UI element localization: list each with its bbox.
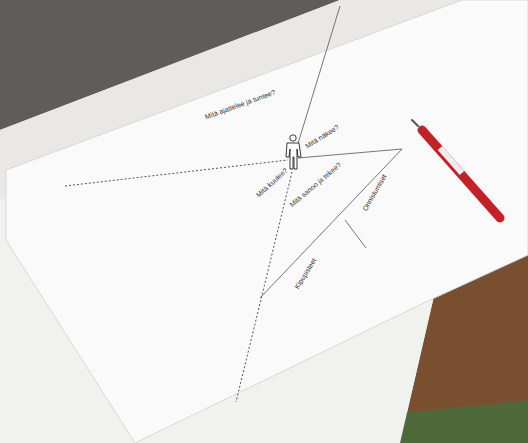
question-label: Mitä sanoo ja tekee?	[288, 161, 342, 208]
question-label: Mitä näkee?	[304, 123, 340, 149]
divider-line	[345, 220, 366, 248]
dotted-line	[236, 172, 292, 402]
question-label: Kipupisteet	[293, 256, 317, 289]
paper-sheet	[6, 0, 528, 443]
question-label: Mitä ajattelee ja tuntee?	[204, 88, 276, 120]
person-icon	[286, 135, 301, 169]
red-pen	[412, 120, 500, 218]
question-label: Onnistumiset	[361, 173, 387, 212]
divider-line	[298, 149, 402, 158]
dotted-line	[65, 160, 288, 186]
divider-line	[296, 6, 340, 150]
question-label: Mitä kuulee?	[255, 166, 289, 198]
